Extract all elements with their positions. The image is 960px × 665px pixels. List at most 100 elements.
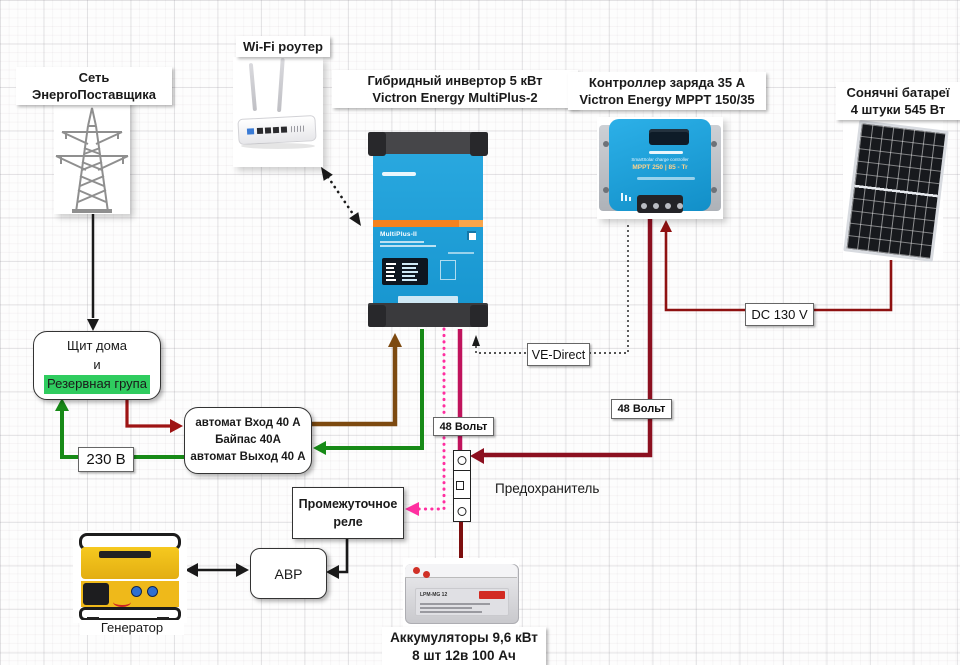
battery-red-badge (479, 591, 505, 599)
mppt-product-text: SmartSolar charge controller (631, 157, 689, 162)
grid-supplier-label: Сеть ЭнергоПоставщика (16, 67, 172, 106)
inverter-body (373, 142, 483, 317)
inverter-subtext-bar (380, 245, 436, 247)
mppt-terminal-screw (665, 203, 671, 209)
inverter-display (382, 258, 428, 285)
breaker-line2: Байпас 40А (215, 433, 281, 446)
breaker-line1: автомат Вход 40 А (195, 416, 301, 429)
mppt-terminal-screw (641, 203, 647, 209)
battery-terminal-cap (423, 571, 430, 578)
solar-panel-icon (843, 120, 949, 262)
house-panel-box: Щит дома и Резервная група (33, 331, 161, 400)
inverter-label-line1: Гибридный инвертор 5 кВт (367, 73, 543, 88)
mppt-display (649, 129, 689, 145)
grid-supplier-line1: Сеть (78, 70, 110, 85)
breaker-line3: автомат Выход 40 А (190, 451, 306, 464)
mppt-label-line2: Victron Energy MPPT 150/35 (579, 92, 755, 108)
generator-foot (87, 617, 99, 621)
battery-sticker-line (420, 607, 472, 609)
inverter-subtext-bar (380, 241, 424, 243)
router-wan-port (246, 128, 255, 135)
fuse-label: Предохранитель (495, 481, 600, 496)
battery-sticker: LPM-MG 12 (415, 588, 509, 616)
inverter-orange-stripe-light (459, 220, 483, 227)
victron-logo (649, 151, 683, 154)
battery-model-text: LPM-MG 12 (420, 592, 448, 598)
wire-tag-48v-mppt: 48 Вольт (611, 399, 672, 419)
inverter-label: Гибридный инвертор 5 кВт Victron Energy … (332, 70, 578, 109)
inverter-spec-bar (448, 252, 474, 254)
solar-panel-photo (843, 120, 949, 262)
solar-label: Сонячні батареї 4 штуки 545 Вт (836, 82, 960, 121)
battery-sticker-line (420, 611, 482, 613)
generator-brand-strip (99, 551, 151, 558)
battery-sticker-line (420, 603, 490, 605)
generator-base-frame (79, 607, 181, 621)
grid-tower-photo (54, 98, 130, 214)
inverter-corner (368, 132, 386, 156)
mppt-device: SmartSolar charge controller MPPT 250 | … (597, 117, 723, 219)
relay-line2: реле (333, 515, 363, 529)
fuse-symbol (453, 450, 471, 522)
generator-foot (157, 617, 169, 621)
battery-label-line1: Аккумуляторы 9,6 кВт (390, 630, 538, 645)
mppt-label-line1: Контроллер заряда 35 А (588, 75, 746, 90)
router-lan-port (280, 126, 288, 133)
wire-tag-48v-inverter: 48 Вольт (433, 417, 494, 436)
generator-wire (113, 597, 131, 607)
router-body (237, 114, 317, 146)
mppt-model-text: MPPT 250 | 85 - Tr (632, 164, 688, 171)
battery-top-face (405, 564, 517, 578)
mppt-mount-hole (603, 187, 609, 193)
mppt-mount-hole (711, 187, 717, 193)
qr-code-icon (467, 231, 476, 240)
victron-logo (382, 172, 416, 176)
relay-box: Промежуточное реле (292, 487, 404, 539)
router-antenna-left (248, 63, 257, 112)
transmission-tower-icon (55, 107, 129, 213)
generator-outlet (147, 586, 158, 597)
inverter-corner (470, 305, 488, 327)
solar-label-line1: Сонячні батареї (846, 85, 950, 100)
inverter-label-line2: Victron Energy MultiPlus-2 (372, 90, 538, 106)
bluetooth-signal-icon (621, 193, 623, 201)
wire-tag-dc130v: DC 130 V (745, 303, 814, 326)
mppt-terminal-screw (653, 203, 659, 209)
inverter-terminal-sticker (398, 296, 458, 304)
fuse-mid-segment (454, 470, 470, 499)
breaker-box: автомат Вход 40 А Байпас 40А автомат Вых… (184, 407, 312, 474)
router-lan-port (264, 127, 272, 134)
mppt-terminal-block (637, 195, 683, 213)
grid-supplier-line2: ЭнергоПоставщика (31, 87, 157, 103)
generator-outlet (131, 586, 142, 597)
inverter-device: MultiPlus-II (368, 132, 488, 327)
fuse-bottom-terminal (457, 507, 467, 516)
mppt-terminal-screw (677, 203, 683, 209)
fuse-lever (456, 481, 464, 490)
inverter-bottom-bar (368, 303, 488, 327)
house-panel-line3-highlight: Резервная група (44, 374, 150, 394)
router-vent-grill (290, 125, 306, 133)
generator-label: Генератор (80, 620, 184, 635)
mppt-spec-bar (637, 177, 695, 180)
router-shadow (241, 143, 315, 149)
router-antenna-right (277, 58, 285, 113)
battery-photo: LPM-MG 12 (403, 558, 519, 628)
wire-tag-230v: 230 В (78, 447, 134, 472)
inverter-top-bar (368, 132, 488, 154)
avr-box: АВР (250, 548, 327, 599)
mppt-label: Контроллер заряда 35 А Victron Energy MP… (568, 72, 766, 111)
fuse-top-segment (454, 451, 470, 471)
wire-tag-ve-direct: VE-Direct (527, 343, 590, 366)
battery-terminal-cap (413, 567, 420, 574)
mppt-mount-hole (603, 141, 609, 147)
bluetooth-signal-icon (629, 197, 631, 201)
relay-line1: Промежуточное (298, 496, 398, 511)
router-lan-port (272, 126, 280, 134)
router-lan-port (256, 127, 264, 135)
mppt-mount-hole (711, 141, 717, 147)
solar-label-line2: 4 штуки 545 Вт (850, 102, 946, 118)
generator-photo (73, 531, 187, 623)
battery-label: Аккумуляторы 9,6 кВт 8 шт 12в 100 Ач (382, 627, 546, 665)
